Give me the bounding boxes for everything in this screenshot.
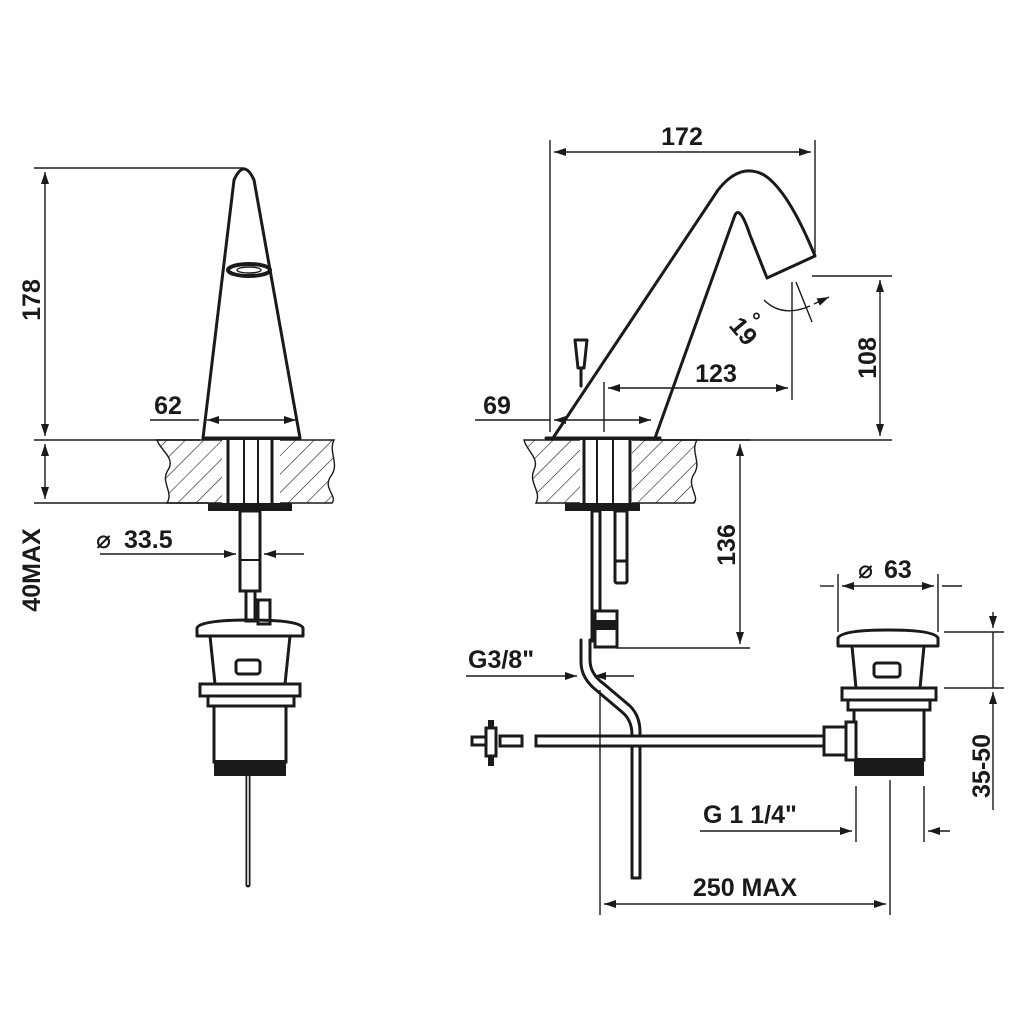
dim-height-178: 178 xyxy=(18,279,46,321)
faucet-body-side xyxy=(201,167,302,440)
dim-height-108: 108 xyxy=(854,337,882,379)
dim-max-40: 40MAX xyxy=(18,528,46,612)
tailpiece-opening-left xyxy=(222,440,280,503)
dim-max-250: 250 MAX xyxy=(693,874,798,902)
side-view-dimensions: 178 62 40MAX ⌀ 33.5 xyxy=(18,167,304,612)
supply-hose xyxy=(579,638,634,880)
pop-up-waste-right xyxy=(836,628,940,648)
dim-diameter-63: 63 xyxy=(884,556,912,584)
dim-thread-g3-8: G3/8" xyxy=(468,646,534,674)
pop-up-waste-left xyxy=(195,618,305,638)
dim-depth-136: 136 xyxy=(713,524,741,566)
dim-thread-g1-1-4: G 1 1/4" xyxy=(703,801,797,829)
tailpiece-opening-right xyxy=(580,440,632,503)
front-view-dimensions: 172 69 123 108 19 ° 136 G3/8" xyxy=(466,123,1004,915)
dim-reach-123: 123 xyxy=(695,360,737,388)
pop-up-lever-icon xyxy=(573,338,589,370)
dim-width-69: 69 xyxy=(483,392,511,420)
lift-rod-left xyxy=(238,509,262,593)
dim-width-62: 62 xyxy=(154,392,182,420)
dim-width-172: 172 xyxy=(661,123,703,151)
aerator-icon xyxy=(226,262,272,278)
diameter-symbol-left: ⌀ xyxy=(96,526,111,554)
degree-symbol: ° xyxy=(752,308,761,333)
faucet-body-front xyxy=(551,169,817,440)
dim-range-35-50: 35-50 xyxy=(968,734,996,798)
pop-up-rod xyxy=(534,734,826,748)
dim-diameter-33-5: 33.5 xyxy=(124,526,173,554)
front-view xyxy=(470,169,940,880)
diameter-symbol-right: ⌀ xyxy=(858,556,873,584)
side-view xyxy=(156,167,336,888)
